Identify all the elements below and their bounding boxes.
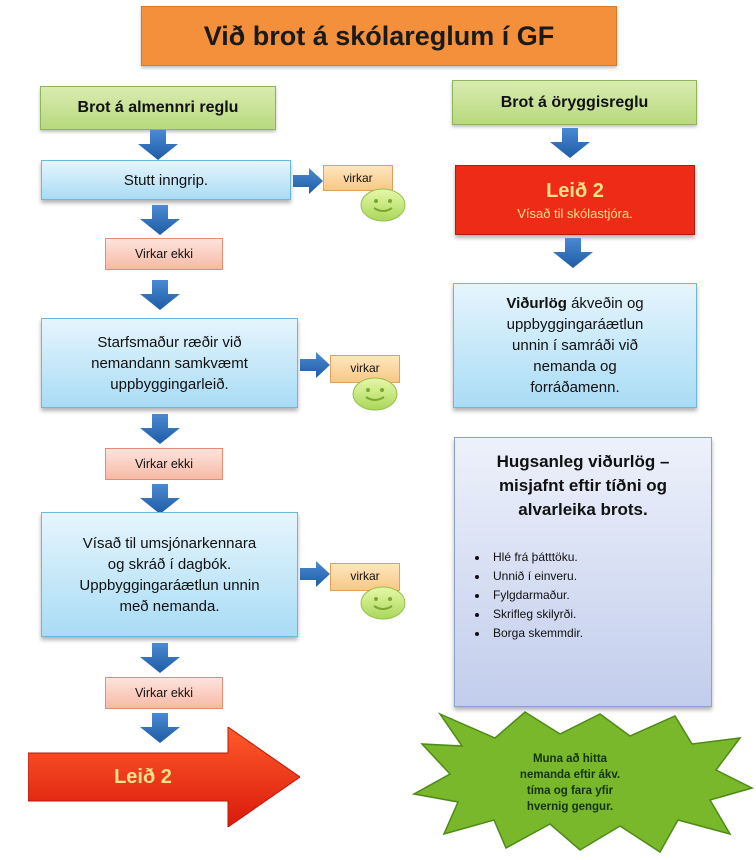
leid2-red-arrow [28,727,300,827]
text-line: og skráð í dagbók. [107,555,232,573]
smiley-icon [360,188,406,222]
text-line: nemandann samkvæmt [91,354,248,372]
text-line: Hugsanleg viðurlög – [496,452,670,471]
text-line: Muna að hitta [532,753,608,765]
text-line: forráðamenn. [530,379,620,396]
text-line: Vísað til umsjónarkennara [82,534,257,552]
general-rule-header: Brot á almennri reglu [40,86,276,130]
leid2-title: Leið 2 [546,179,604,202]
possible-measures-box: Hugsanleg viðurlög – misjafnt eftir tíðn… [454,437,712,707]
text-line: misjafnt eftir tíðni og [498,476,668,495]
text-line: með nemanda. [119,597,220,615]
measures-box: Viðurlög ákveðin og uppbyggingaráætlun u… [453,283,697,408]
down-arrow-icon [138,130,178,160]
down-arrow-icon [140,713,180,743]
text-line: nemanda og [533,358,617,375]
text-line: hvernig gengur. [526,801,614,813]
possible-measures-title: Hugsanleg viðurlög – misjafnt eftir tíðn… [455,450,711,522]
text-line: uppbyggingarleið. [110,375,229,393]
leid2-arrow-label: Leið 2 [114,765,172,788]
safety-rule-header: Brot á öryggisreglu [452,80,697,125]
down-arrow-icon [140,643,180,673]
step-staff-discussion: Starfsmaður ræðir við nemandann samkvæmt… [41,318,298,408]
down-arrow-icon [140,205,180,235]
leid2-box: Leið 2 Vísað til skólastjóra. [455,165,695,235]
measures-line: ákveðin og [566,295,644,312]
possible-measures-list: Hlé frá þátttöku. Unnið í einveru. Fylgd… [455,548,711,643]
down-arrow-icon [140,414,180,444]
right-arrow-icon [300,561,330,587]
text-line: unnin í samráði við [512,337,638,354]
text-line: Starfsmaður ræðir við [97,333,242,351]
down-arrow-icon [140,484,180,514]
text-line: uppbyggingaráætlun [506,316,644,333]
list-item: Unnið í einveru. [489,567,711,586]
down-arrow-icon [553,238,593,268]
works-badge-3: virkar [330,563,400,591]
list-item: Skrifleg skilyrði. [489,605,711,624]
text-line: Uppbyggingaráætlun unnin [79,576,260,594]
down-arrow-icon [550,128,590,158]
leid2-subtitle: Vísað til skólastjóra. [517,205,633,221]
page-title: Við brot á skólareglum í GF [141,6,617,66]
text-line: tíma og fara yfir [526,785,614,797]
text-line: alvarleika brots. [518,500,648,519]
text-line: Viðurlög ákveðin og [506,293,643,314]
down-arrow-icon [140,280,180,310]
works-badge-1: virkar [323,165,393,191]
right-arrow-icon [293,168,323,194]
list-item: Fylgdarmaður. [489,586,711,605]
list-item: Hlé frá þátttöku. [489,548,711,567]
smiley-icon [352,377,398,411]
not-working-badge-2: Virkar ekki [105,448,223,480]
step-short-intervention: Stutt inngrip. [41,160,291,200]
reminder-starburst [411,711,755,854]
reminder-text: Muna að hitta nemanda eftir ákv. tíma og… [470,751,670,815]
not-working-badge-1: Virkar ekki [105,238,223,270]
step-refer-homeroom-teacher: Vísað til umsjónarkennara og skráð í dag… [41,512,298,637]
right-arrow-icon [300,352,330,378]
text-line: nemanda eftir ákv. [519,769,621,781]
smiley-icon [360,586,406,620]
not-working-badge-3: Virkar ekki [105,677,223,709]
measures-bold: Viðurlög [506,295,567,312]
list-item: Borga skemmdir. [489,624,711,643]
